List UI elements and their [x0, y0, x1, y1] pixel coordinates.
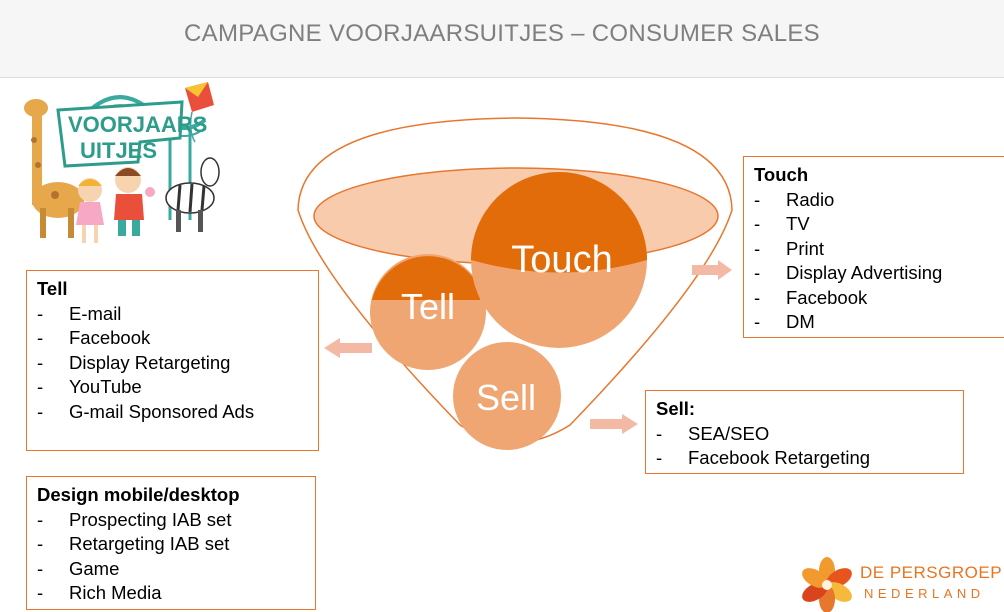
list-item-label: Rich Media — [69, 582, 162, 603]
tell-box: Tell - E-mail - Facebook - Display Retarget… — [26, 270, 319, 451]
list-item: - Display Retargeting — [37, 351, 308, 376]
list-item-label: Display Advertising — [786, 262, 943, 283]
list-item: - DM — [754, 310, 1003, 335]
list-item: - Display Advertising — [754, 261, 1003, 286]
list-item: - Facebook — [37, 326, 308, 351]
list-marker: - — [754, 286, 761, 308]
sell-box-title: Sell: — [656, 398, 696, 419]
list-item-label: YouTube — [69, 376, 142, 397]
list-marker: - — [754, 311, 761, 332]
list-item: - Radio — [754, 188, 1003, 213]
list-item: - G-mail Sponsored Ads — [37, 400, 308, 425]
list-item-label: Print — [786, 237, 825, 259]
list-marker: - — [656, 422, 663, 444]
sell-box: Sell: - SEA/SEO - Facebook Retargeting — [645, 390, 964, 474]
list-marker: - — [37, 533, 44, 554]
list-item-label: Facebook Retargeting — [688, 447, 871, 468]
list-item: - SEA/SEO — [656, 422, 953, 447]
list-marker: - — [754, 262, 761, 283]
tell-box-title: Tell — [37, 278, 68, 299]
list-marker: - — [37, 582, 44, 603]
list-marker: - — [754, 188, 761, 210]
list-marker: - — [37, 302, 44, 324]
list-item-label: Facebook — [786, 286, 868, 308]
list-item: - TV — [754, 212, 1003, 237]
funnel-diagram: Tell Touch Sell — [297, 117, 733, 450]
list-item: - E-mail — [37, 302, 308, 327]
list-item-label: SEA/SEO — [688, 422, 770, 444]
design-box-title: Design mobile/desktop — [37, 484, 240, 505]
list-item-label: Facebook — [69, 327, 151, 348]
sell-circle — [453, 342, 561, 450]
list-marker: - — [37, 327, 44, 348]
slide-title: CAMPAGNE VOORJAARSUITJES – CONSUMER SALE… — [184, 20, 820, 47]
list-item-label: Display Retargeting — [69, 351, 231, 373]
touch-label: Touch — [511, 239, 612, 281]
tell-label: Tell — [401, 286, 455, 327]
arrow-right-sell-icon — [590, 414, 638, 434]
list-item-label: TV — [786, 213, 810, 234]
list-marker: - — [37, 351, 44, 373]
list-marker: - — [37, 400, 44, 422]
list-item: - Facebook — [754, 286, 1003, 311]
list-item-label: G-mail Sponsored Ads — [69, 400, 255, 422]
list-item: - Retargeting IAB set — [37, 532, 305, 557]
list-marker: - — [754, 237, 761, 259]
sell-label: Sell — [476, 377, 536, 418]
design-box: Design mobile/desktop - Prospecting IAB s… — [26, 476, 316, 610]
list-item: - Print — [754, 237, 1003, 262]
touch-box: Touch - Radio - TV - Print - Display Adverti… — [743, 156, 1004, 338]
arrow-left-tell-icon — [324, 338, 372, 358]
list-item: - Rich Media — [37, 581, 305, 606]
list-item-label: DM — [786, 311, 815, 332]
arrow-right-touch-icon — [692, 260, 732, 280]
list-item: - Game — [37, 557, 305, 582]
list-item-label: Game — [69, 557, 120, 579]
list-marker: - — [754, 213, 761, 234]
voorjaarsuitjes-logo: VOORJAARS UITJES — [24, 82, 220, 243]
slide-header: CAMPAGNE VOORJAARSUITJES – CONSUMER SALE… — [0, 0, 1004, 78]
persgroep-logo: DE PERSGROEP NEDERLAND — [796, 555, 1002, 612]
list-item-label: Prospecting IAB set — [69, 508, 232, 530]
list-item-label: Retargeting IAB set — [69, 533, 230, 554]
list-marker: - — [656, 447, 663, 468]
persgroep-flower-icon — [802, 557, 852, 612]
logo-line1: VOORJAARS — [68, 112, 207, 137]
touch-box-title: Touch — [754, 164, 809, 185]
list-marker: - — [37, 508, 44, 530]
logo-line2: UITJES — [80, 138, 157, 163]
persgroep-name: DE PERSGROEP — [860, 563, 1003, 582]
list-marker: - — [37, 376, 44, 397]
persgroep-country: NEDERLAND — [864, 586, 985, 601]
list-item: - Facebook Retargeting — [656, 446, 953, 471]
list-marker: - — [37, 557, 44, 579]
list-item-label: Radio — [786, 188, 835, 210]
list-item-label: E-mail — [69, 302, 122, 324]
list-item: - YouTube — [37, 375, 308, 400]
list-item: - Prospecting IAB set — [37, 508, 305, 533]
